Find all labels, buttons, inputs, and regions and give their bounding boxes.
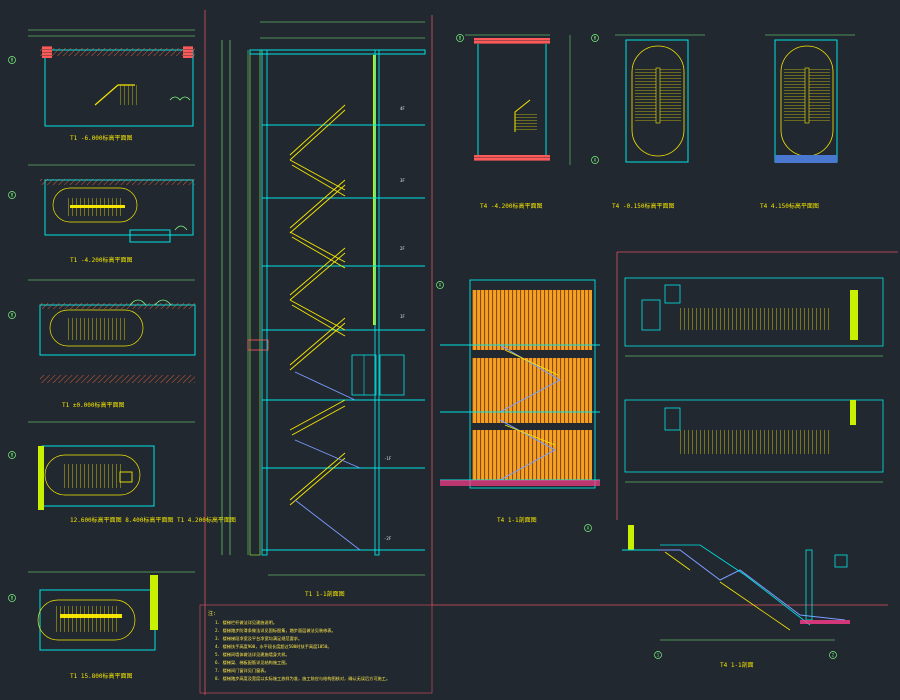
- t4-title-2: T4 -0.150标高平面图: [612, 202, 675, 210]
- svg-text:-2F: -2F: [384, 536, 392, 541]
- plan-title-2: T1 -4.200标高平面图: [70, 256, 133, 264]
- section-t1-1-1: 4F 3F 2F 1F -1F -2F T1 1-1剖面图: [221, 21, 426, 598]
- t4-right-plan-upper: [624, 277, 884, 357]
- left-grid-bubbles: B B B B B: [8, 56, 16, 602]
- t4-plan-2: T4 -0.150标高平面图: [612, 34, 705, 210]
- svg-text:A: A: [587, 526, 590, 531]
- t4-title-3: T4 4.150标高平面图: [760, 202, 819, 210]
- plan-t1-15800: T1 15.800标高平面图: [28, 571, 195, 680]
- section-t4-right: T4 1-1剖面: [622, 525, 850, 669]
- svg-text:A: A: [594, 158, 597, 163]
- section-right-title: T4 1-1剖面: [720, 661, 754, 669]
- right-grid-bubbles: B B A A A 1 2: [436, 34, 837, 659]
- svg-text:4F: 4F: [400, 106, 405, 111]
- svg-text:B: B: [594, 36, 597, 41]
- svg-text:B: B: [11, 58, 14, 63]
- svg-text:A: A: [439, 283, 442, 288]
- svg-text:B: B: [11, 596, 14, 601]
- t4-right-plan-lower: [624, 399, 884, 483]
- plan-t1-neg6000: T1 -6.000标高平面图: [28, 29, 195, 142]
- t4-plan-1: T4 -4.200标高平面图: [465, 34, 571, 210]
- note-line: 2. 楼梯踏步防滑条做法详见国标图集，踏步面层做法见装修表。: [215, 627, 336, 634]
- svg-text:B: B: [459, 36, 462, 41]
- plan-title-4: 12.600标高平面图 8.400标高平面图 T1 4.200标高平面图: [70, 516, 236, 524]
- plan-t1-neg4200: T1 -4.200标高平面图: [28, 164, 195, 264]
- plan-title-1: T1 -6.000标高平面图: [70, 134, 133, 142]
- plan-title-3: T1 ±0.000标高平面图: [62, 401, 125, 409]
- t4-title-1: T4 -4.200标高平面图: [480, 202, 543, 210]
- note-line: 1. 楼梯栏杆做法详见建施说明。: [215, 619, 277, 626]
- section-left-title: T1 1-1剖面图: [305, 590, 345, 598]
- note-line: 5. 楼梯间墙体做法详见建施墙身大样。: [215, 651, 290, 658]
- svg-text:B: B: [11, 453, 14, 458]
- sheet-dividers: [204, 10, 898, 695]
- t4-plan-3: T4 4.150标高平面图: [760, 34, 855, 210]
- svg-text:1: 1: [657, 653, 660, 658]
- svg-text:3F: 3F: [400, 178, 405, 183]
- general-notes: 注: 1. 楼梯栏杆做法详见建施说明。 2. 楼梯踏步防滑条做法详见国标图集，踏…: [199, 604, 433, 694]
- note-line: 7. 楼梯间门窗详见门窗表。: [215, 667, 269, 674]
- note-line: 3. 楼梯梯段净宽及平台净宽均满足规范要求。: [215, 635, 302, 642]
- svg-text:B: B: [11, 313, 14, 318]
- section-mid-title: T4 1-1剖面图: [497, 516, 537, 524]
- note-line: 6. 楼梯梁、梯板配筋详见结构施工图。: [215, 659, 290, 666]
- svg-text:B: B: [11, 193, 14, 198]
- note-line: 8. 楼梯踏步高度及宽度以实际施工放样为准，施工前应与结构图核对，确认无误后方可…: [215, 675, 390, 682]
- svg-text:-1F: -1F: [384, 456, 392, 461]
- plan-title-5: T1 15.800标高平面图: [70, 672, 133, 680]
- notes-heading: 注:: [208, 610, 216, 617]
- plan-t1-pm0000: T1 ±0.000标高平面图: [28, 279, 196, 409]
- svg-text:2F: 2F: [400, 246, 405, 251]
- note-line: 4. 楼梯扶手高度900，水平段长度超过500时扶手高度1050。: [215, 643, 332, 650]
- section-t4-1-1: T4 1-1剖面图: [440, 279, 600, 524]
- svg-text:2: 2: [832, 653, 835, 658]
- svg-text:1F: 1F: [400, 314, 405, 319]
- plan-t1-typical: 12.600标高平面图 8.400标高平面图 T1 4.200标高平面图: [28, 421, 236, 524]
